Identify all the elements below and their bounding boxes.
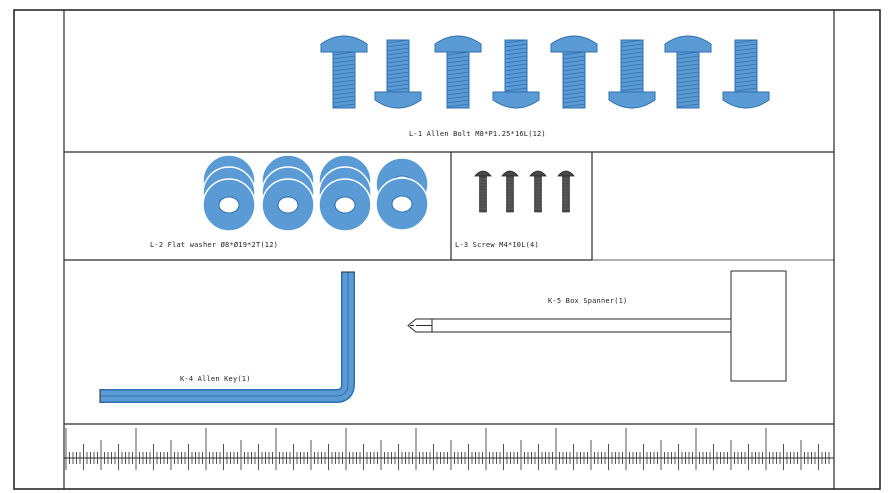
flat-washer-label: L-2 Flat washer Ø8*Ø19*2T(12) <box>150 241 279 249</box>
screw-item <box>474 170 492 213</box>
bolt-item <box>320 35 368 109</box>
outer-frame <box>13 9 881 490</box>
ruler-scale-icon <box>64 428 834 470</box>
allen-key-label: K-4 Allen Key(1) <box>180 375 251 383</box>
allen-key-icon <box>99 271 355 403</box>
washer-item <box>318 178 372 232</box>
washer-item <box>375 177 429 231</box>
bolt-item <box>608 39 656 109</box>
bolt-item <box>722 39 770 109</box>
box-spanner-label: K-5 Box Spanner(1) <box>548 297 628 305</box>
box-spanner-icon <box>407 270 787 382</box>
screw-label: L-3 Screw M4*10L(4) <box>455 241 539 249</box>
washer-item <box>202 178 256 232</box>
bolt-item <box>374 39 422 109</box>
screw-item <box>557 170 575 213</box>
bolt-item <box>434 35 482 109</box>
allen-bolt-label: L-1 Allen Bolt M8*P1.25*16L(12) <box>409 130 546 138</box>
washer-item <box>261 178 315 232</box>
allen-bolt-icon <box>320 35 770 109</box>
flat-washer-icon <box>202 154 429 232</box>
screw-item <box>529 170 547 213</box>
screw-icon <box>474 170 575 213</box>
bolt-item <box>550 35 598 109</box>
screw-item <box>501 170 519 213</box>
bolt-item <box>492 39 540 109</box>
bolt-item <box>664 35 712 109</box>
